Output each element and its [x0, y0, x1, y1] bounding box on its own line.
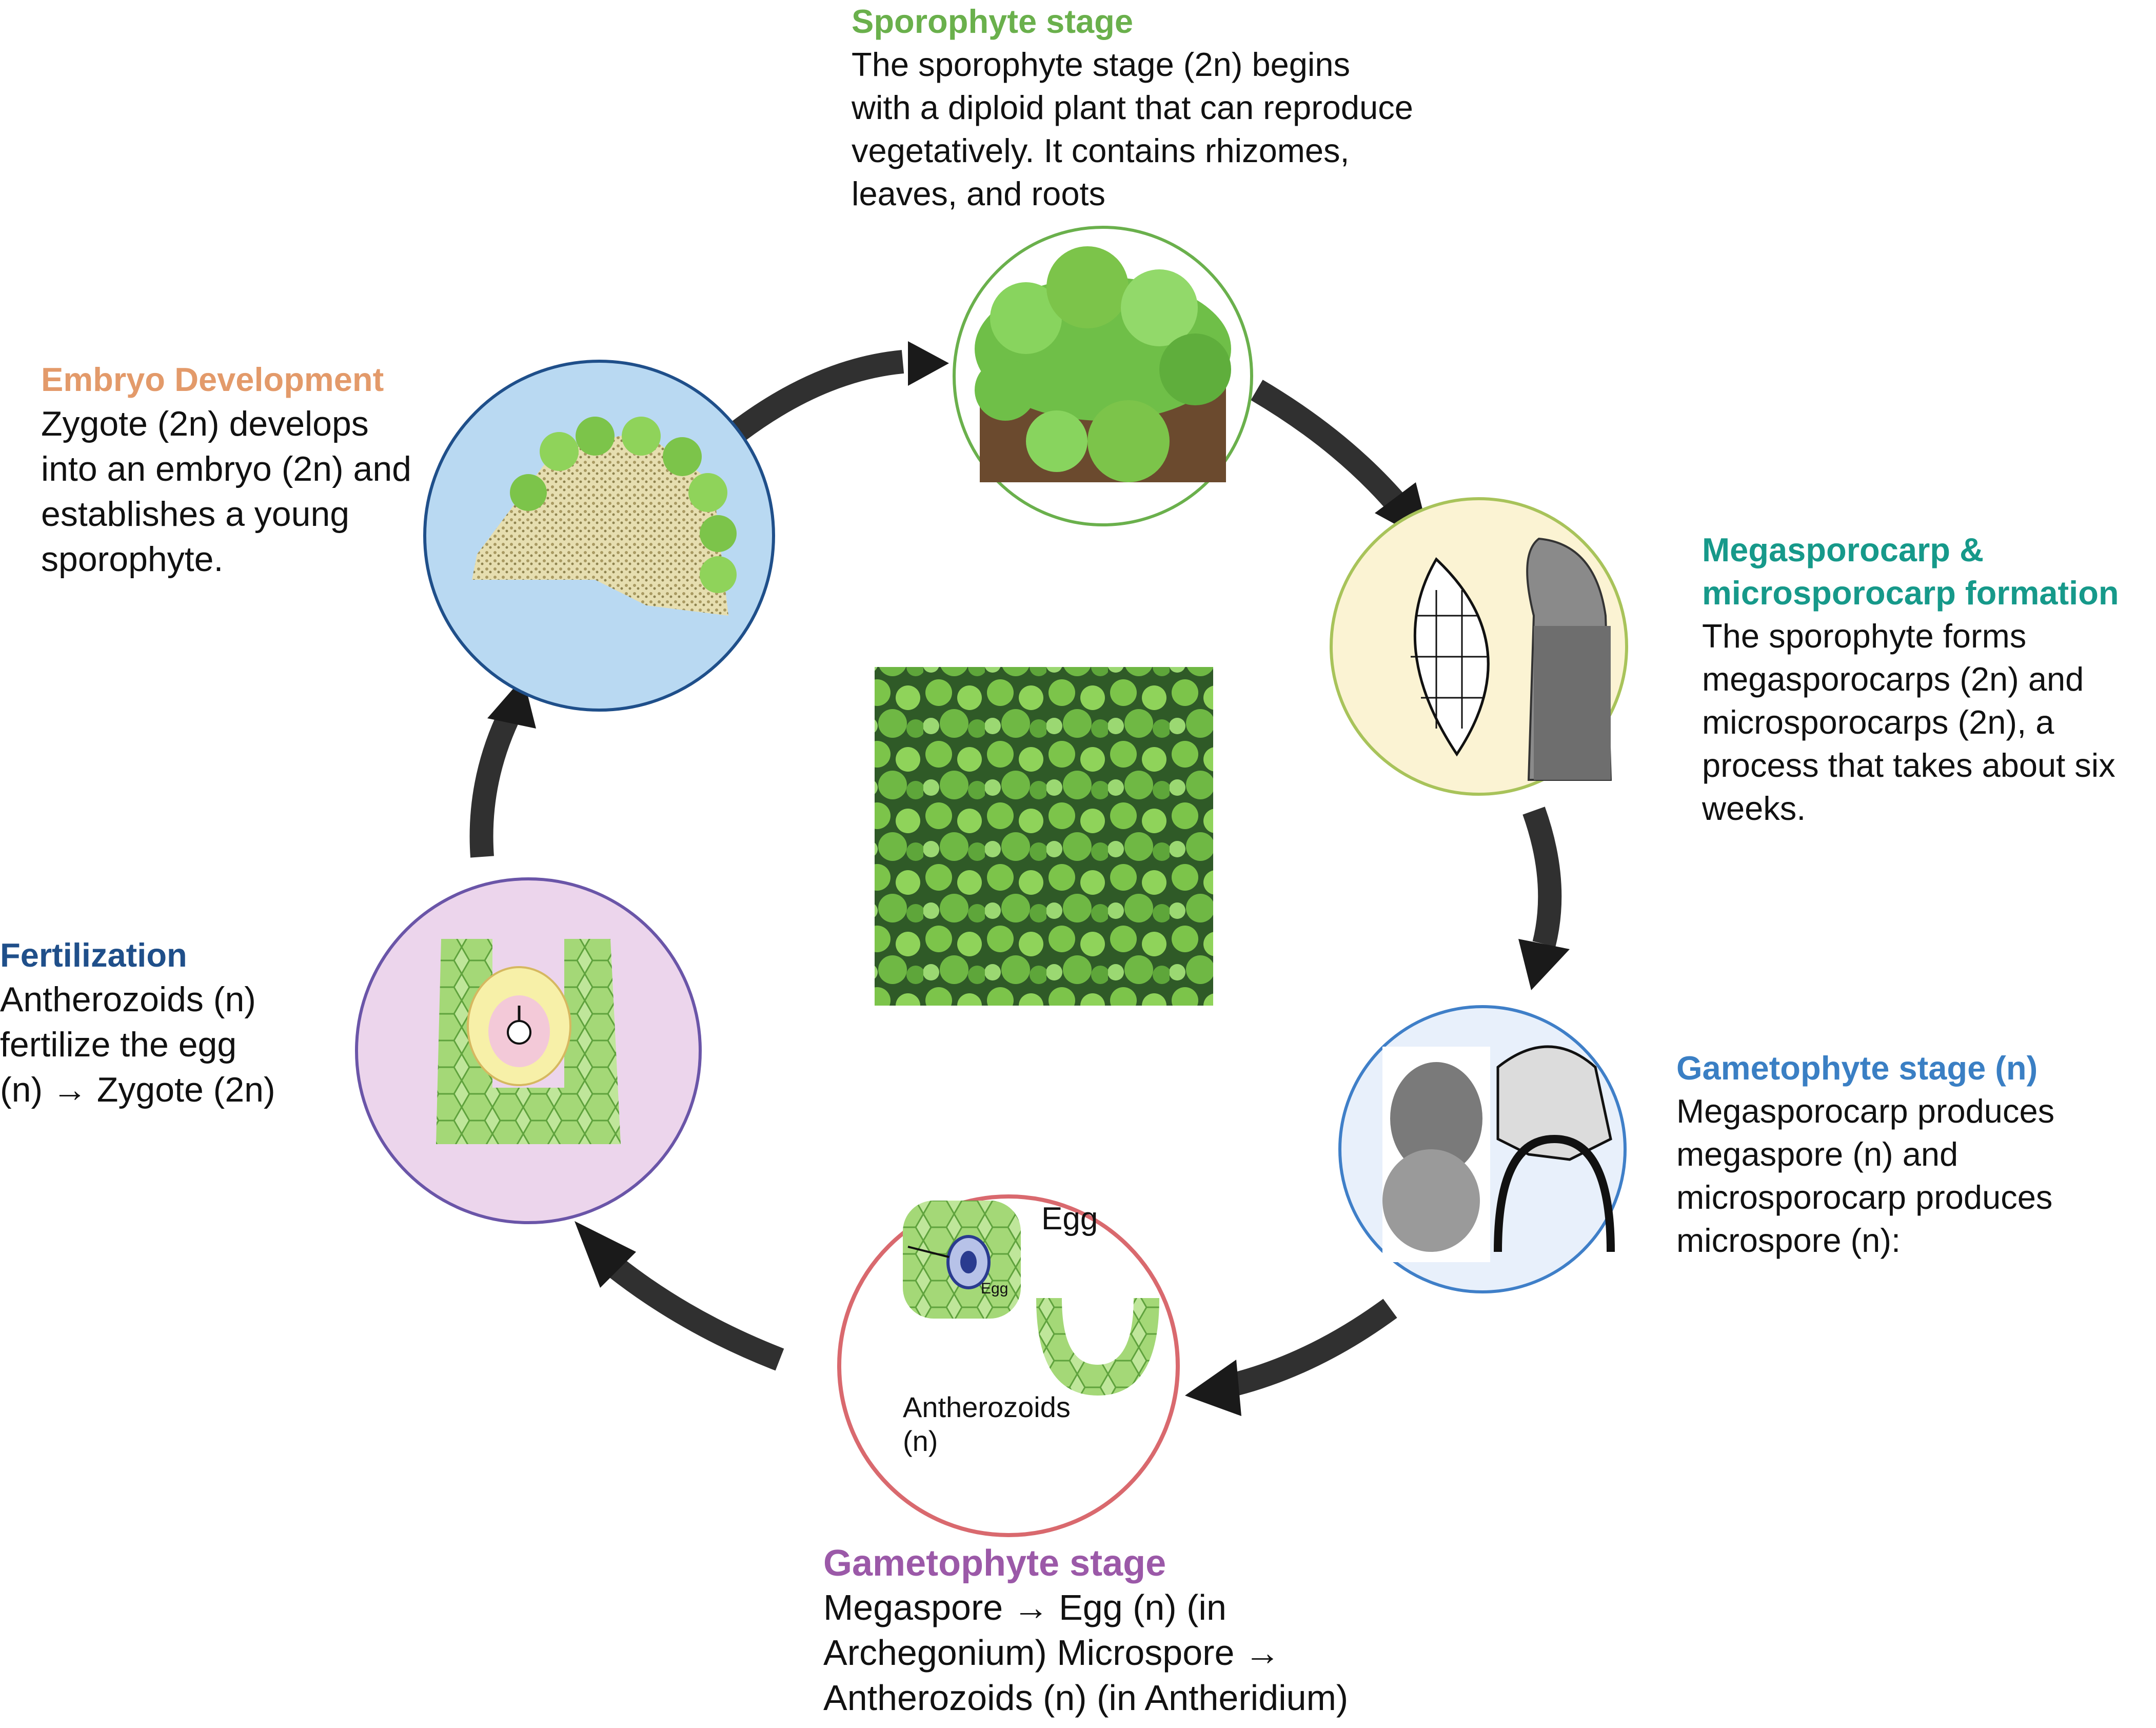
arrow-gametophyte-to-fertilization-head [575, 1221, 636, 1288]
embryo-drawing [472, 417, 737, 616]
sporophyte-plant-image [975, 246, 1231, 482]
sporophyte-text: Sporophyte stage The sporophyte stage (2… [852, 0, 1570, 215]
arrow-sporophyte-to-sporocarp [1251, 380, 1410, 516]
sporophyte-title: Sporophyte stage [852, 3, 1133, 40]
cycle-arrows [469, 341, 1570, 1416]
arrow-sporocarp-to-gametophyte-n [1522, 807, 1562, 947]
egg-label: Egg [1041, 1201, 1098, 1236]
gametophyte-n-title: Gametophyte stage (n) [1676, 1049, 2038, 1087]
antherozoids-label: Antherozoids (n) [903, 1391, 1071, 1457]
fertilization-circle [355, 877, 702, 1224]
sporophyte-circle [953, 226, 1253, 526]
gametophyte-n-circle [1338, 1005, 1627, 1293]
gametophyte-n-text: Gametophyte stage (n) Megasporocarp prod… [1676, 1047, 2138, 1262]
megasporocarp-drawing [1411, 557, 1490, 757]
antheridium-drawing [1036, 1298, 1159, 1396]
gametophyte-title: Gametophyte stage [823, 1543, 1166, 1584]
sporocarp-text: Megasporocarp & microsporocarp formation… [1702, 528, 2153, 830]
arrow-gametophyte-n-to-gametophyte [1228, 1299, 1397, 1397]
fertilization-cells-drawing [436, 939, 621, 1144]
embryo-text: Embryo Development Zygote (2n) develops … [41, 358, 482, 582]
arrow-embryo-to-sporophyte [731, 350, 904, 441]
central-azolla-image [875, 667, 1213, 1006]
fertilization-title: Fertilization [0, 936, 187, 974]
fertilization-body: Antherozoids (n) fertilize the egg (n) →… [0, 980, 275, 1109]
gametophyte-body: Megaspore → Egg (n) (in Archegonium) Mic… [823, 1587, 1349, 1718]
sporocarp-body: The sporophyte forms megasporocarps (2n)… [1702, 617, 2115, 827]
fertilization-text: Fertilization Antherozoids (n) fertilize… [0, 934, 349, 1112]
arrow-fertilization-to-embryo [469, 713, 519, 858]
embryo-body: Zygote (2n) develops into an embryo (2n)… [41, 404, 411, 579]
arrow-sporocarp-to-gametophyte-n-head [1518, 939, 1570, 990]
arrow-embryo-to-sporophyte-head [908, 341, 949, 386]
egg-small-label: Egg [981, 1280, 1008, 1297]
microspore-drawing [1496, 1045, 1612, 1161]
arrow-gametophyte-to-fertilization [608, 1258, 784, 1371]
arrow-gametophyte-n-to-gametophyte-head [1185, 1360, 1241, 1416]
sporocarp-title: Megasporocarp & microsporocarp formation [1702, 531, 2119, 612]
gametophyte-text: Gametophyte stage Megaspore → Egg (n) (i… [823, 1542, 1439, 1720]
sporophyte-body: The sporophyte stage (2n) begins with a … [852, 46, 1413, 212]
sporocarp-circle [1330, 497, 1628, 796]
embryo-title: Embryo Development [41, 361, 384, 398]
gametophyte-circle [837, 1194, 1180, 1537]
embryo-circle [423, 360, 775, 712]
megaspore-drawing [1390, 1062, 1482, 1175]
microsporocarp-drawing [1526, 537, 1612, 781]
archegonium-drawing [903, 1201, 1021, 1319]
gametophyte-n-body: Megasporocarp produces megaspore (n) and… [1676, 1092, 2055, 1259]
